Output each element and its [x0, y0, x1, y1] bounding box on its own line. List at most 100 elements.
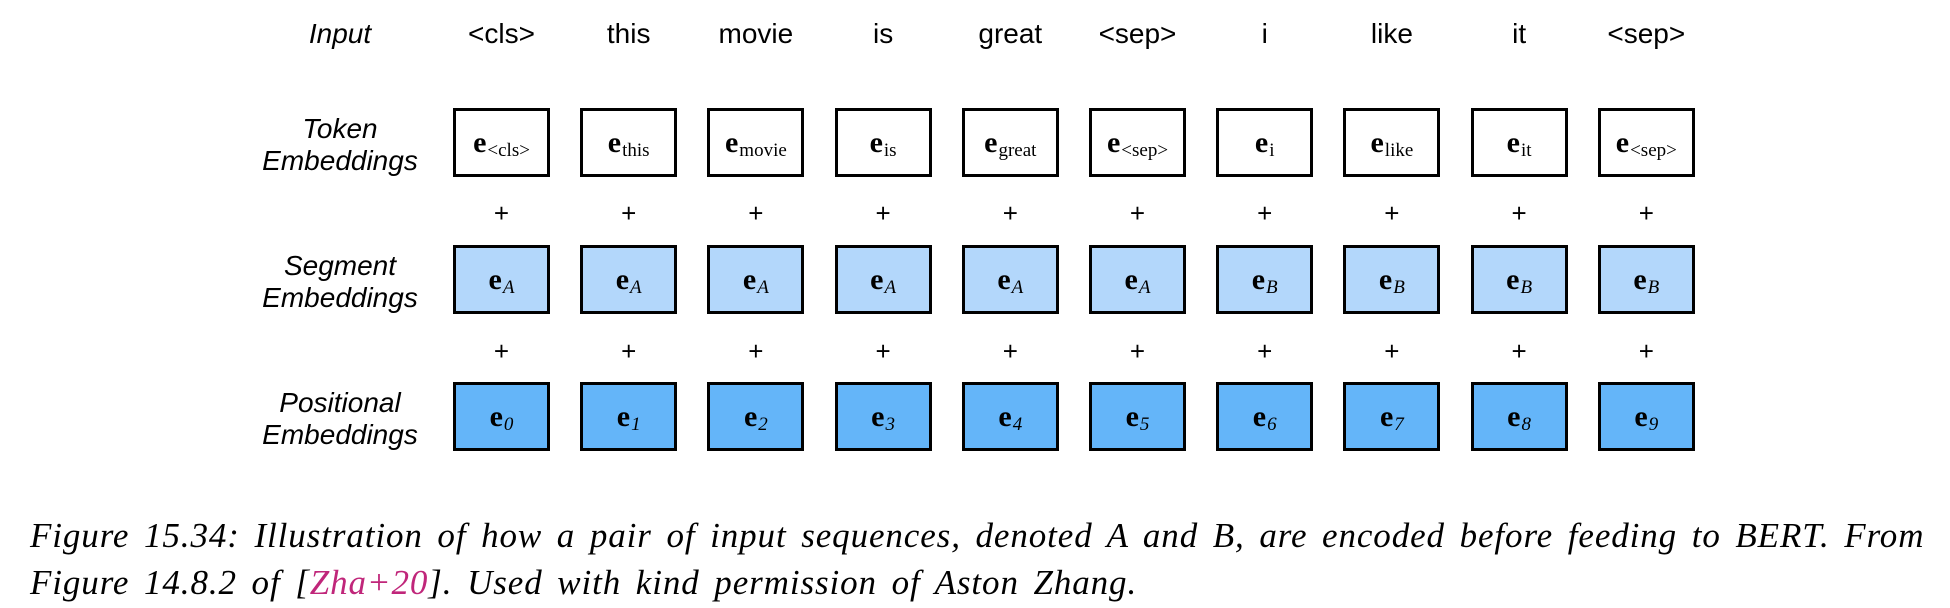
token-embedding-box-3-subscript: is	[883, 139, 897, 161]
figure-caption: Figure 15.34: Illustration of how a pair…	[30, 512, 1930, 606]
plus-sign-segment-positional-6: +	[1257, 336, 1273, 366]
plus-sign-token-segment-0: +	[493, 198, 510, 228]
positional-embedding-box-4-subscript: 4	[1012, 413, 1023, 435]
row-label-segment-line1: Segment	[283, 250, 397, 281]
input-token-2: movie	[718, 18, 794, 49]
positional-embedding-box-9-symbol: e	[1634, 399, 1648, 433]
plus-sign-token-segment-2: +	[748, 198, 764, 228]
plus-sign-token-segment-8: +	[1511, 198, 1527, 228]
token-embedding-box-6-symbol: e	[1254, 125, 1269, 159]
segment-embedding-box-8-subscript: B	[1520, 276, 1533, 298]
token-embedding-box-1-symbol: e	[607, 125, 622, 159]
token-embedding-box-5: e<sep>	[1089, 108, 1186, 177]
positional-embedding-box-4-symbol: e	[998, 399, 1012, 433]
row-label-segment-embeddings: Segment Embeddings	[235, 250, 445, 314]
positional-embedding-box-1-symbol: e	[616, 399, 631, 433]
segment-embedding-box-0-subscript: A	[502, 276, 515, 298]
caption-text-after: ]. Used with kind permission of Aston Zh…	[428, 563, 1138, 602]
token-embedding-box-0-symbol: e	[473, 125, 487, 159]
segment-embedding-box-5-subscript: A	[1138, 276, 1151, 298]
input-token-3: is	[872, 18, 894, 49]
input-token-5: <sep>	[1098, 18, 1177, 49]
token-embedding-box-9: e<sep>	[1597, 108, 1695, 177]
plus-sign-segment-positional-9: +	[1638, 336, 1654, 366]
segment-embedding-box-1-subscript: A	[630, 276, 642, 298]
token-embedding-box-5-symbol: e	[1106, 125, 1121, 159]
input-token-9: <sep>	[1607, 18, 1686, 49]
plus-sign-token-segment-7: +	[1384, 198, 1400, 228]
input-token-1: this	[606, 18, 651, 49]
plus-sign-segment-positional-2: +	[748, 336, 764, 366]
token-embedding-box-4-symbol: e	[984, 125, 998, 159]
token-embedding-box-2-symbol: e	[724, 125, 739, 159]
plus-sign-segment-positional-5: +	[1129, 336, 1146, 366]
segment-embedding-box-9-subscript: B	[1647, 276, 1660, 298]
caption-citation-link[interactable]: Zha+20	[309, 563, 429, 602]
input-token-0: <cls>	[468, 18, 535, 49]
positional-embedding-box-8-subscript: 8	[1521, 413, 1532, 435]
row-label-token-embeddings: Token Embeddings	[235, 113, 445, 177]
row-label-positional-embeddings: Positional Embeddings	[235, 387, 445, 451]
plus-sign-segment-positional-4: +	[1002, 336, 1018, 366]
segment-embedding-box-4-symbol: e	[997, 262, 1011, 296]
token-embedding-box-6-subscript: i	[1269, 139, 1275, 161]
positional-embedding-box-6-subscript: 6	[1267, 413, 1277, 435]
segment-embedding-box-2-subscript: A	[757, 276, 769, 298]
input-token-6: i	[1261, 18, 1268, 49]
plus-sign-segment-positional-1: +	[621, 336, 637, 366]
positional-embedding-box-8-symbol: e	[1507, 399, 1521, 433]
row-label-segment-line2: Embeddings	[262, 282, 418, 313]
positional-embedding-box-3-subscript: 3	[885, 413, 896, 435]
segment-embedding-box-2-symbol: e	[742, 262, 757, 296]
segment-embedding-box-4-subscript: A	[1011, 276, 1024, 298]
plus-sign-segment-positional-7: +	[1384, 336, 1400, 366]
positional-embedding-box-2-symbol: e	[743, 399, 758, 433]
segment-embedding-box-0-symbol: e	[488, 262, 502, 296]
segment-embedding-box-3-symbol: e	[870, 262, 884, 296]
plus-sign-token-segment-9: +	[1638, 198, 1654, 228]
segment-embedding-box-5-symbol: e	[1124, 262, 1138, 296]
plus-sign-segment-positional-0: +	[493, 336, 510, 366]
caption-text-before: Figure 15.34: Illustration of how a pair…	[30, 516, 1925, 602]
token-embedding-box-8-subscript: it	[1520, 139, 1532, 161]
segment-embedding-box-6-subscript: B	[1266, 276, 1278, 298]
token-embedding-box-7-subscript: like	[1384, 139, 1414, 161]
input-token-7: like	[1370, 18, 1413, 49]
positional-embedding-box-9-subscript: 9	[1648, 413, 1659, 435]
segment-embedding-box-8-symbol: e	[1506, 262, 1520, 296]
token-embedding-box-1-subscript: this	[622, 139, 650, 161]
positional-embedding-box-6-symbol: e	[1252, 399, 1267, 433]
plus-sign-token-segment-6: +	[1257, 198, 1273, 228]
positional-embedding-box-0-subscript: 0	[503, 413, 514, 435]
row-label-positional-line2: Embeddings	[262, 419, 418, 450]
row-label-token-line2: Embeddings	[262, 145, 418, 176]
plus-sign-token-segment-1: +	[621, 198, 637, 228]
positional-embedding-box-2-subscript: 2	[758, 413, 768, 435]
token-embedding-box-4-subscript: great	[998, 139, 1037, 161]
token-embedding-box-9-symbol: e	[1615, 125, 1630, 159]
token-embedding-box-8-symbol: e	[1506, 125, 1520, 159]
token-embedding-box-2-subscript: movie	[739, 139, 787, 161]
token-embedding-box-7-symbol: e	[1370, 125, 1384, 159]
token-embedding-box-3-symbol: e	[869, 125, 883, 159]
token-embedding-box-0: e<cls>	[453, 108, 550, 177]
